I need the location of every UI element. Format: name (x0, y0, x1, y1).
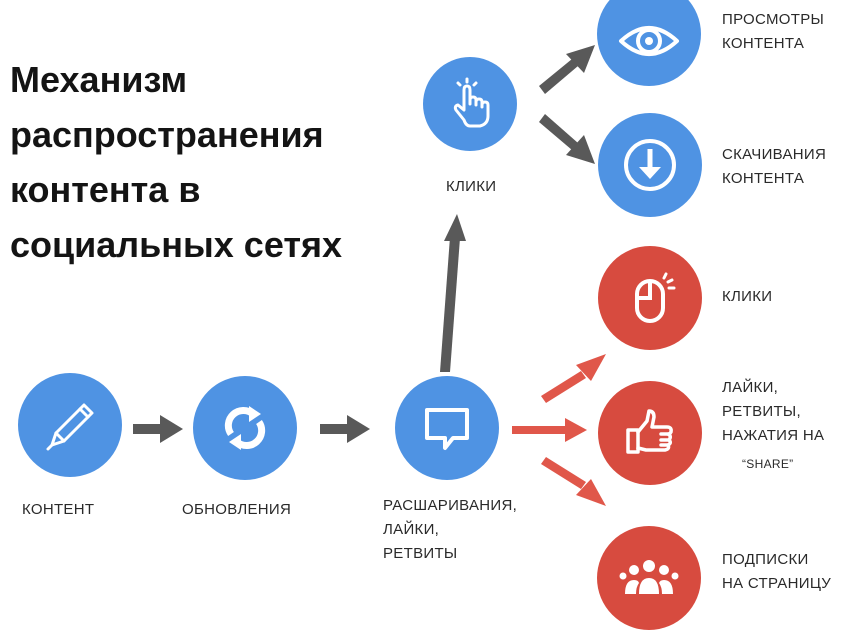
diagram-title: Механизм распространения контента в соци… (10, 52, 430, 272)
likes-label: ЛАЙКИ, РЕТВИТЫ, НАЖАТИЯ НА (722, 376, 824, 448)
shares-label-line-1: РАСШАРИВАНИЯ, (383, 497, 518, 514)
arrow-updates-to-shares (320, 415, 370, 443)
content-node (18, 373, 122, 477)
title-line-3: контента в (10, 169, 201, 210)
subscriptions-label-line-2: НА СТРАНИЦУ (722, 575, 832, 592)
shares-label-line-3: РЕТВИТЫ (383, 545, 458, 562)
hand-pointer-icon (453, 77, 490, 128)
mouse-clicks-node (598, 246, 702, 350)
arrow-content-to-updates (133, 415, 183, 443)
mouse-icon (635, 272, 676, 323)
eye-icon (619, 26, 679, 56)
pen-icon (46, 403, 94, 451)
downloads-label-line-2: КОНТЕНТА (722, 170, 805, 187)
subscriptions-label: ПОДПИСКИ НА СТРАНИЦУ (722, 548, 831, 596)
downloads-label: СКАЧИВАНИЯ КОНТЕНТА (722, 143, 826, 191)
updates-label: ОБНОВЛЕНИЯ (182, 501, 292, 518)
share-text: “SHARE” (742, 457, 794, 471)
arrow-shares-to-clicks (440, 214, 466, 372)
mouse-clicks-label: КЛИКИ (722, 288, 773, 305)
thumbs-up-icon (626, 409, 673, 454)
likes-node (598, 381, 702, 485)
arrow-shares-to-likes (512, 418, 587, 442)
likes-label-line-2: РЕТВИТЫ, (722, 403, 801, 420)
likes-label-line-1: ЛАЙКИ, (722, 379, 779, 396)
refresh-icon (224, 406, 266, 450)
speech-bubble-icon (425, 408, 469, 450)
arrow-shares-to-clicks-red (541, 354, 606, 403)
title-line-2: распространения (10, 114, 324, 155)
arrow-clicks-to-downloads (539, 114, 595, 164)
likes-label-line-3: НАЖАТИЯ НА (722, 427, 825, 444)
title-line-4: социальных сетях (10, 224, 343, 265)
clicks-label: КЛИКИ (446, 178, 497, 195)
shares-node (395, 376, 499, 480)
subscriptions-label-line-1: ПОДПИСКИ (722, 551, 809, 568)
views-node (597, 0, 701, 86)
shares-label-line-2: ЛАЙКИ, (383, 521, 440, 538)
subscriptions-node (597, 526, 701, 630)
people-icon (619, 560, 679, 594)
arrow-clicks-to-views (539, 45, 595, 94)
updates-node (193, 376, 297, 480)
content-label: КОНТЕНТ (22, 501, 95, 518)
views-label: ПРОСМОТРЫ КОНТЕНТА (722, 8, 824, 56)
downloads-label-line-1: СКАЧИВАНИЯ (722, 146, 827, 163)
title-line-1: Механизм (10, 59, 188, 100)
shares-label: РАСШАРИВАНИЯ, ЛАЙКИ, РЕТВИТЫ (383, 494, 517, 566)
views-label-line-2: КОНТЕНТА (722, 35, 805, 52)
download-icon (624, 139, 676, 191)
downloads-node (598, 113, 702, 217)
clicks-node (423, 57, 517, 151)
arrow-shares-to-subscriptions (541, 457, 606, 506)
views-label-line-1: ПРОСМОТРЫ (722, 11, 825, 28)
